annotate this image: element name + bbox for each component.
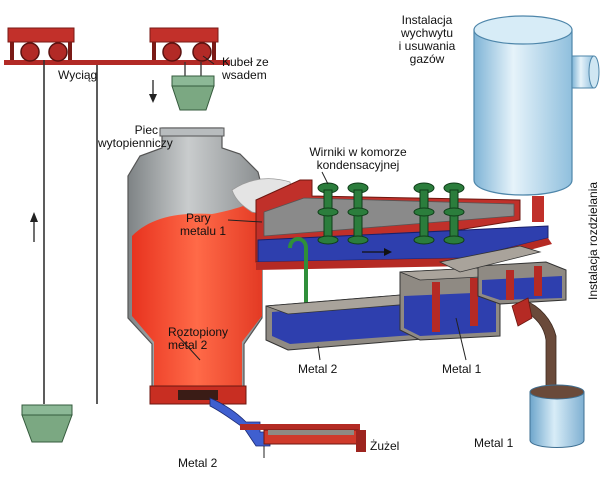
rotor-2	[347, 182, 369, 245]
rotors	[317, 182, 465, 245]
label-gas-line4: gazów	[409, 52, 445, 66]
label-metal2-bottom: Metal 2	[178, 456, 218, 470]
label-slag: Żużel	[370, 439, 400, 453]
separation-tanks	[399, 245, 567, 341]
metal1-collecting-cup	[529, 384, 585, 448]
label-furnace: Piec wytopienniczy	[98, 123, 173, 150]
rotor-4	[443, 182, 465, 245]
label-vapour-line1: Pary	[186, 211, 211, 225]
arrow-down-icon	[149, 80, 157, 103]
label-metal2-mid: Metal 2	[298, 362, 338, 376]
label-molten-metal2: Roztopiony metal 2	[168, 326, 228, 352]
charge-bucket	[171, 75, 215, 111]
label-charge-bucket-line1: Kubeł ze	[222, 55, 269, 69]
label-vapour: Pary metalu 1	[180, 211, 226, 238]
label-metal1-bottom: Metal 1	[474, 436, 514, 450]
label-hoist: Wyciąg	[58, 68, 98, 82]
label-metal1-mid: Metal 1	[442, 362, 482, 376]
flow-arrow-icon	[362, 248, 392, 256]
rotor-1	[317, 182, 339, 245]
label-charge-bucket: Kubeł ze wsadem	[222, 56, 269, 82]
label-molten-line2: metal 2	[168, 338, 208, 352]
label-charge-bucket-line2: wsadem	[222, 68, 267, 82]
slag-trough	[240, 424, 366, 452]
label-rotors-line2: kondensacyjnej	[316, 158, 400, 172]
label-rotors-line1: Wirniki w komorze	[309, 145, 407, 159]
label-molten-line1: Roztopiony	[168, 325, 229, 339]
label-furnace-line2: wytopienniczy	[98, 136, 173, 150]
label-rotors: Wirniki w komorze kondensacyjnej	[296, 146, 420, 172]
label-furnace-line1: Piec	[134, 123, 158, 137]
hoist-hopper-left	[21, 404, 73, 443]
label-gas-line2: wychwytu	[400, 26, 453, 40]
leader-lines	[177, 55, 467, 458]
label-vapour-line2: metalu 1	[180, 224, 227, 238]
label-gas-line1: Instalacja	[401, 13, 453, 27]
arrow-up-icon	[30, 212, 38, 242]
hoist-rail	[4, 27, 230, 65]
metal2-tap-stream	[209, 397, 271, 447]
label-separation-installation: Instalacja rozdzielania	[586, 181, 600, 300]
gas-capture-tank	[473, 15, 600, 222]
siphon-pipe	[288, 237, 308, 306]
rotor-3	[413, 182, 435, 245]
label-gas-installation: Instalacja wychwytu i usuwania gazów	[392, 14, 462, 66]
molten-metal-fill	[132, 200, 262, 386]
label-gas-line3: i usuwania	[398, 39, 456, 53]
